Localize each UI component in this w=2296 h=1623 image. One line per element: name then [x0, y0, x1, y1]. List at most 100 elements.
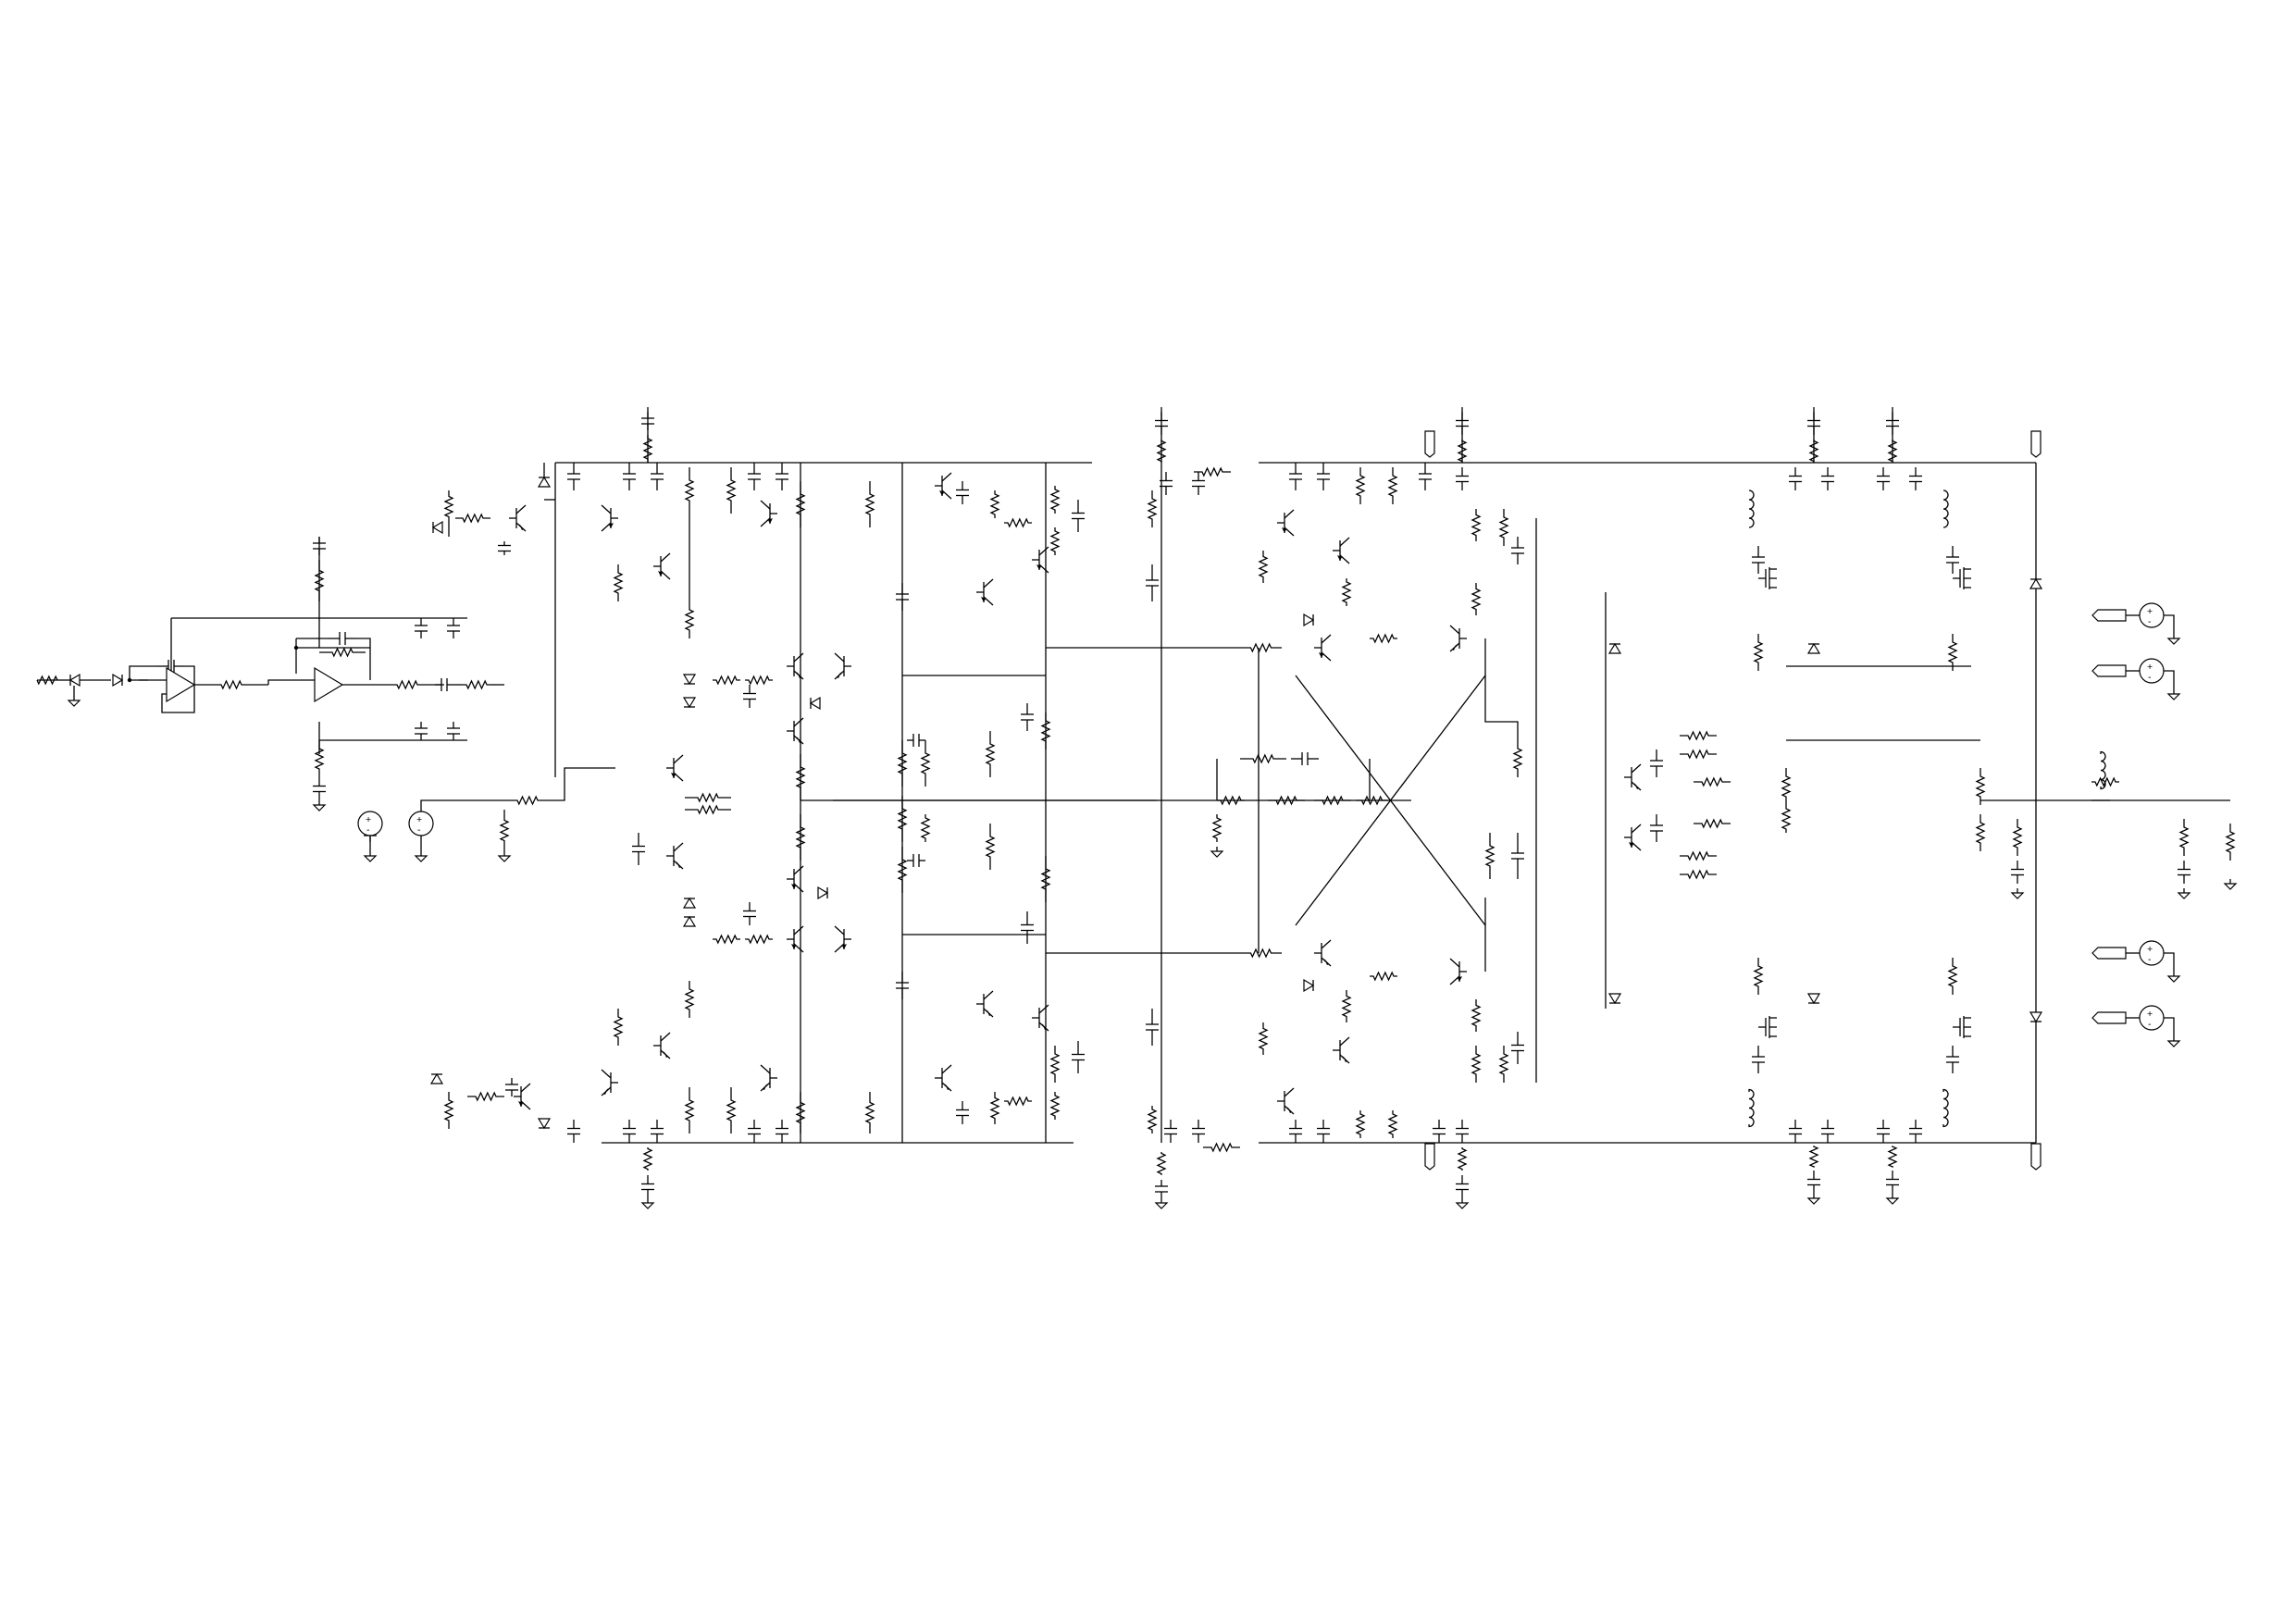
resistor	[319, 647, 366, 658]
capacitor	[776, 463, 788, 490]
capacitor	[1160, 472, 1173, 495]
component-symbols: +-+-+-+-+-+-	[36, 412, 2238, 1209]
transistor	[976, 990, 994, 1018]
ground-symbol	[2166, 972, 2181, 983]
capacitor	[1807, 412, 1820, 435]
mosfet	[1758, 567, 1777, 589]
resistor	[1808, 440, 1819, 463]
resistor	[1203, 1142, 1240, 1153]
capacitor	[1192, 1120, 1205, 1143]
wire	[171, 617, 320, 648]
capacitor	[1289, 463, 1302, 490]
capacitor	[1886, 412, 1899, 435]
capacitor	[956, 1101, 969, 1124]
resistor	[684, 601, 695, 638]
capacitor	[1192, 472, 1205, 495]
transistor	[1449, 625, 1467, 652]
resistor	[713, 934, 740, 945]
resistor	[499, 810, 510, 851]
transistor	[666, 842, 684, 870]
capacitor	[1946, 1046, 1959, 1073]
resistor	[1240, 948, 1282, 959]
mosfet	[1758, 1016, 1777, 1038]
wire	[129, 665, 157, 680]
resistor	[1004, 1096, 1032, 1107]
minus-sign: -	[2148, 616, 2152, 627]
capacitor	[1289, 1120, 1302, 1143]
capacitor	[505, 1078, 518, 1096]
voltage-source: +-	[357, 811, 383, 836]
capacitor	[498, 541, 511, 555]
capacitor	[1650, 814, 1663, 842]
resistor	[1258, 1022, 1269, 1055]
capacitor	[1909, 1120, 1922, 1143]
voltage-source: +-	[2139, 1005, 2165, 1031]
wires	[37, 407, 2230, 1144]
ground-symbol	[640, 1198, 655, 1209]
resistor	[685, 804, 731, 815]
minus-sign: -	[2148, 954, 2152, 965]
transistor	[787, 865, 804, 893]
capacitor	[1877, 1120, 1890, 1143]
diode	[817, 886, 829, 900]
capacitor	[748, 463, 761, 490]
resistor	[1753, 958, 1764, 995]
plus-sign: +	[416, 814, 422, 825]
wire	[2164, 952, 2175, 972]
transistor	[601, 504, 618, 532]
capacitor	[907, 854, 925, 867]
resistor	[1808, 1145, 1819, 1169]
capacitor	[2178, 861, 2191, 884]
capacitor	[1511, 537, 1524, 564]
voltage-source: +-	[2139, 602, 2165, 628]
capacitor	[1821, 1120, 1834, 1143]
resistor	[1211, 814, 1222, 842]
capacitor	[567, 1120, 580, 1143]
resistor	[1471, 999, 1482, 1032]
resistor	[1147, 1106, 1158, 1134]
resistor	[1341, 990, 1352, 1022]
resistor	[613, 564, 624, 601]
resistor	[1498, 509, 1509, 546]
resistor	[213, 679, 250, 690]
resistor	[1457, 440, 1468, 463]
resistor	[1512, 740, 1523, 777]
capacitor	[651, 1120, 664, 1143]
resistor	[613, 1009, 624, 1046]
capacitor	[1433, 1120, 1446, 1143]
transistor	[760, 1064, 777, 1092]
capacitor	[2011, 861, 2024, 884]
resistor	[985, 824, 996, 870]
op-amp	[314, 666, 344, 703]
transistor	[760, 500, 777, 527]
transistor	[1449, 958, 1467, 985]
resistor	[2091, 776, 2119, 787]
capacitor	[1946, 546, 1959, 574]
capacitor	[567, 463, 580, 490]
resistor	[920, 814, 931, 842]
resistor	[1268, 795, 1305, 806]
capacitor	[1164, 1120, 1177, 1143]
plus-sign: +	[366, 814, 371, 825]
net-flag	[1424, 1143, 1435, 1171]
resistor	[684, 1087, 695, 1134]
wire	[161, 685, 195, 713]
wire	[420, 799, 481, 812]
resistor	[1680, 749, 1717, 760]
resistor	[314, 560, 325, 601]
diode	[682, 915, 697, 927]
diode	[537, 1118, 552, 1130]
net-flag	[2091, 664, 2127, 677]
diode	[2029, 1011, 2043, 1023]
capacitor	[776, 1120, 788, 1143]
transistor	[1277, 1087, 1295, 1115]
resistor	[745, 675, 773, 686]
resistor	[443, 490, 454, 523]
capacitor	[1155, 1180, 1168, 1198]
capacitor	[1155, 412, 1168, 435]
resistor	[989, 490, 1000, 518]
ground-symbol	[2166, 634, 2181, 645]
resistor	[897, 796, 908, 842]
resistor	[1341, 578, 1352, 606]
resistor	[1947, 958, 1958, 995]
